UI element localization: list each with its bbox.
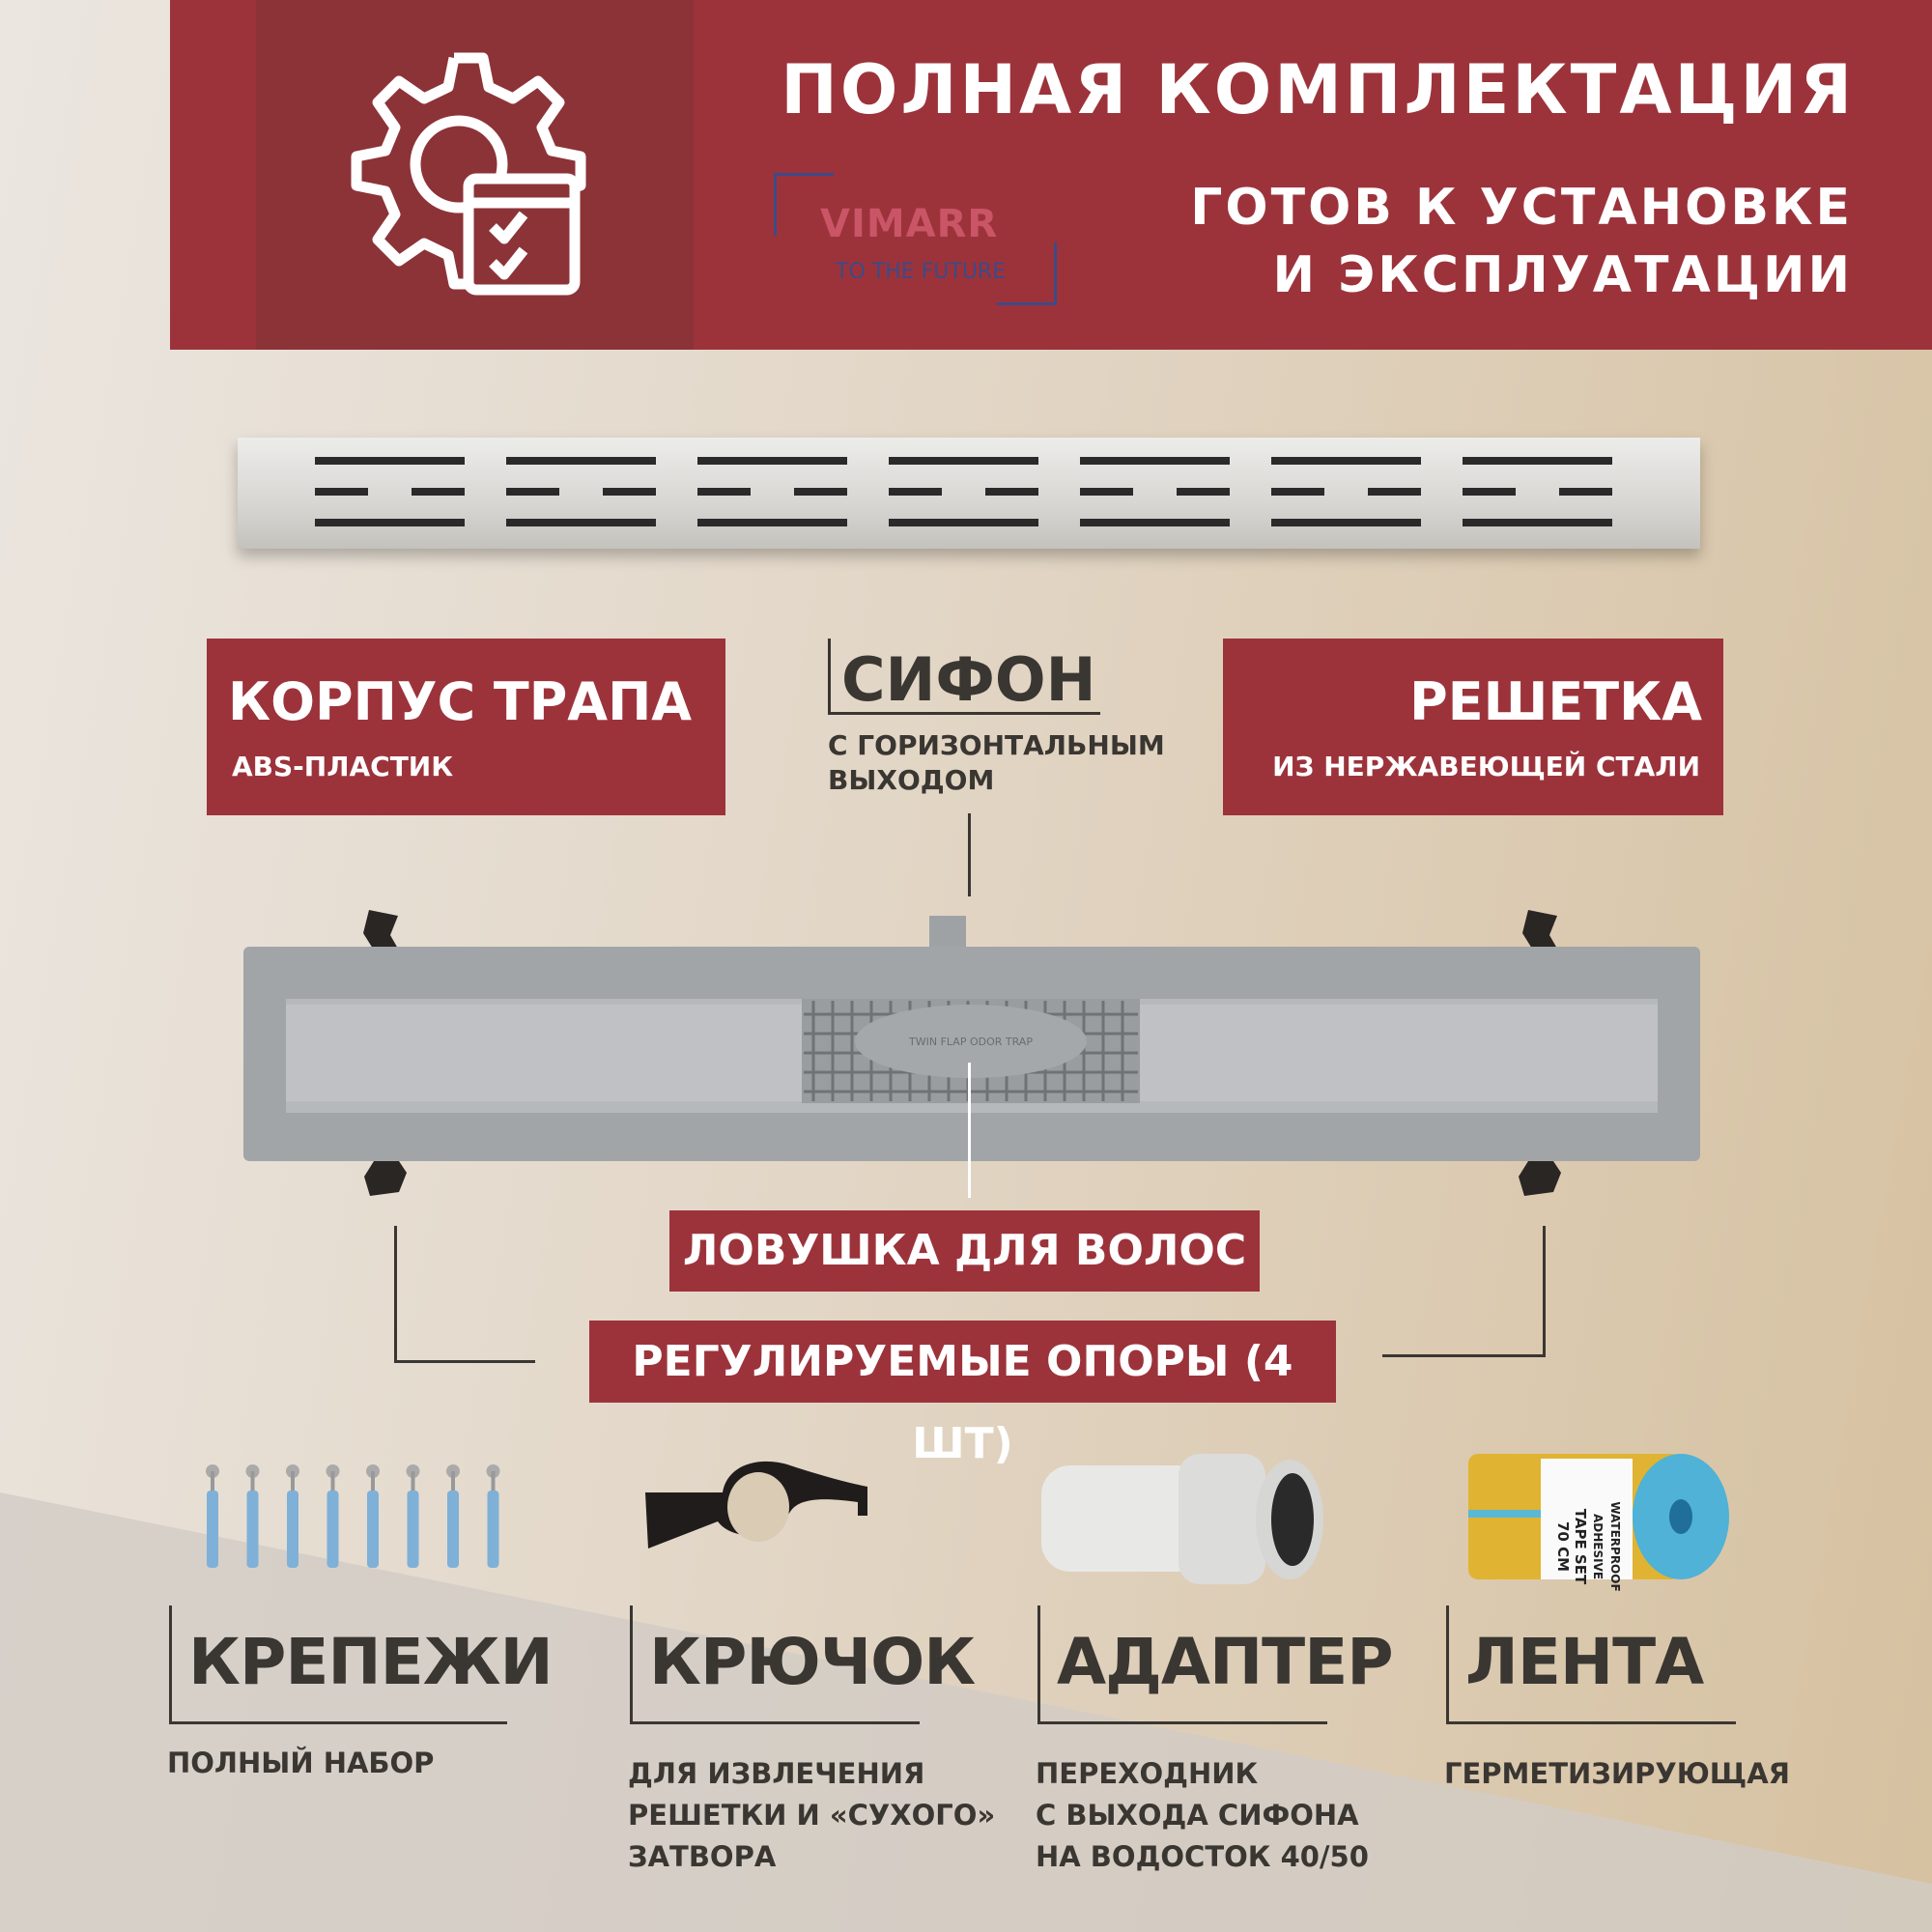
item-desc: ДЛЯ ИЗВЛЕЧЕНИЯ РЕШЕТКИ И «СУХОГО» ЗАТВОРА [628, 1753, 995, 1878]
fasteners-image [206, 1464, 500, 1568]
desc-line: ПЕРЕХОДНИК [1036, 1757, 1259, 1790]
body-label-title: КОРПУС ТРАПА [228, 671, 693, 732]
drain-body-image: TWIN FLAP ODOR TRAP [243, 908, 1700, 1198]
drain-marking: TWIN FLAP ODOR TRAP [908, 1036, 1033, 1048]
desc-line: ВЫХОДОМ [828, 764, 995, 796]
grate-image [238, 438, 1700, 549]
hair-trap-pointer [968, 1063, 971, 1198]
grate-label-title: РЕШЕТКА [1409, 671, 1702, 732]
tape-label-line: 70 CM [1554, 1520, 1572, 1573]
bracket-left [394, 1226, 397, 1362]
banner-title: ПОЛНАЯ КОМПЛЕКТАЦИЯ [781, 50, 1855, 129]
tape-image: WATERPROOF ADHESIVE TAPE SET 70 CM [1449, 1435, 1729, 1599]
bracket-right [1543, 1226, 1546, 1357]
desc-line: С ГОРИЗОНТАЛЬНЫМ [828, 729, 1165, 761]
grate-label-box: РЕШЕТКА ИЗ НЕРЖАВЕЮЩЕЙ СТАЛИ [1223, 639, 1723, 815]
siphon-title: СИФОН [841, 644, 1096, 715]
body-label-subtitle: ABS-ПЛАСТИК [232, 751, 454, 782]
body-label-box: КОРПУС ТРАПА ABS-ПЛАСТИК [207, 639, 725, 815]
banner-subtitle: ГОТОВ К УСТАНОВКЕ И ЭКСПЛУАТАЦИИ [1190, 174, 1853, 309]
desc-line: ЗАТВОРА [628, 1840, 777, 1873]
bracket-left-h [394, 1360, 535, 1363]
supports-label: РЕГУЛИРУЕМЫЕ ОПОРЫ (4 ШТ) [589, 1321, 1336, 1468]
adapter-image [1041, 1454, 1323, 1584]
tape-label-line: WATERPROOF ADHESIVE [1591, 1501, 1622, 1592]
item-desc: ГЕРМЕТИЗИРУЮЩАЯ [1444, 1753, 1790, 1795]
item-title: КРЮЧОК [649, 1625, 976, 1699]
subtitle-line: И ЭКСПЛУАТАЦИИ [1272, 246, 1853, 304]
item-title: КРЕПЕЖИ [188, 1625, 554, 1699]
desc-line: С ВЫХОДА СИФОНА [1036, 1799, 1359, 1832]
siphon-desc: С ГОРИЗОНТАЛЬНЫМ ВЫХОДОМ [828, 728, 1165, 798]
item-desc: ПЕРЕХОДНИК С ВЫХОДА СИФОНА НА ВОДОСТОК 40/… [1036, 1753, 1369, 1878]
siphon-pointer-line [968, 813, 971, 896]
item-title: АДАПТЕР [1057, 1625, 1394, 1699]
item-desc: ПОЛНЫЙ НАБОР [167, 1743, 434, 1784]
hook-image [645, 1461, 867, 1548]
desc-line: РЕШЕТКИ И «СУХОГО» [628, 1799, 996, 1832]
icon-panel [256, 0, 694, 350]
subtitle-line: ГОТОВ К УСТАНОВКЕ [1190, 179, 1853, 237]
desc-line: НА ВОДОСТОК 40/50 [1036, 1840, 1369, 1873]
hair-trap-label: ЛОВУШКА ДЛЯ ВОЛОС [669, 1210, 1260, 1292]
brand-logo: VIMARR TO THE FUTURE [774, 173, 1057, 305]
desc-line: ПОЛНЫЙ НАБОР [167, 1747, 435, 1779]
tape-label-line: TAPE SET [1572, 1508, 1589, 1585]
desc-line: ДЛЯ ИЗВЛЕЧЕНИЯ [628, 1757, 925, 1790]
grate-label-subtitle: ИЗ НЕРЖАВЕЮЩЕЙ СТАЛИ [1272, 751, 1700, 782]
logo-brand: VIMARR [820, 202, 999, 246]
desc-line: ГЕРМЕТИЗИРУЮЩАЯ [1444, 1757, 1791, 1790]
bracket-right-h [1382, 1354, 1546, 1357]
logo-tagline: TO THE FUTURE [836, 260, 1007, 284]
tape-label: WATERPROOF ADHESIVE TAPE SET 70 CM [1554, 1493, 1624, 1600]
gear-checklist-icon [351, 52, 586, 296]
item-title: ЛЕНТА [1465, 1625, 1704, 1699]
